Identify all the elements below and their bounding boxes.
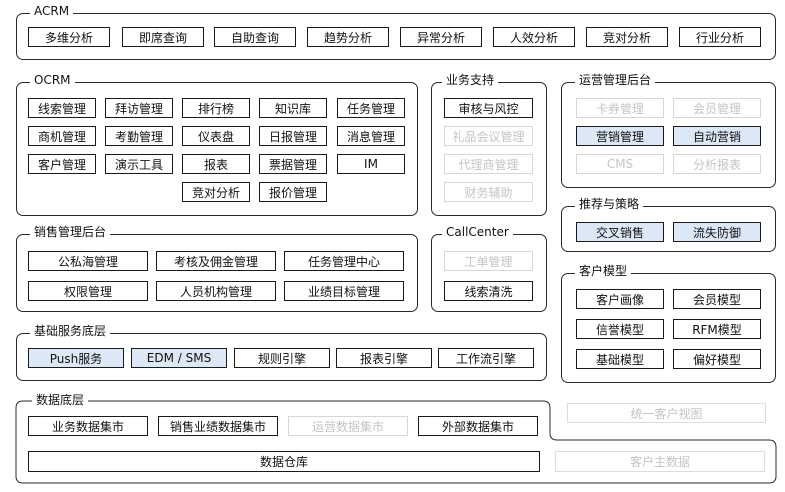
- ocrm-customer-mgmt[interactable]: 客户管理: [28, 154, 96, 174]
- ocrm-dashboard[interactable]: 仪表盘: [182, 126, 250, 146]
- customer-model-title: 客户模型: [575, 264, 632, 278]
- acrm-efficiency-analysis[interactable]: 人效分析: [493, 27, 575, 47]
- bs-gift-meeting-mgmt: 礼品会议管理: [444, 126, 533, 146]
- ocrm-invoice-mgmt[interactable]: 票据管理: [259, 154, 327, 174]
- sales-pool-mgmt[interactable]: 公私海管理: [28, 251, 148, 271]
- acrm-trend-analysis[interactable]: 趋势分析: [307, 27, 389, 47]
- dl-external-mart[interactable]: 外部数据集市: [418, 416, 538, 436]
- ocrm-daily-report-mgmt[interactable]: 日报管理: [259, 126, 327, 146]
- rec-cross-selling[interactable]: 交叉销售: [576, 222, 664, 242]
- ops-auto-marketing[interactable]: 自动营销: [673, 126, 761, 146]
- dl-customer-master-data: 客户主数据: [555, 451, 765, 472]
- ocrm-demo-tools[interactable]: 演示工具: [105, 154, 173, 174]
- dl-ops-mart: 运营数据集市: [288, 416, 408, 436]
- cc-lead-cleaning[interactable]: 线索清洗: [444, 281, 533, 301]
- base-services-title: 基础服务底层: [30, 324, 111, 338]
- sales-permission-mgmt[interactable]: 权限管理: [28, 281, 148, 301]
- dl-business-mart[interactable]: 业务数据集市: [28, 416, 148, 436]
- ocrm-knowledge-base[interactable]: 知识库: [259, 98, 327, 118]
- sales-backend-panel: [16, 234, 418, 312]
- sales-task-center[interactable]: 任务管理中心: [284, 251, 404, 271]
- base-services-panel: [16, 333, 547, 381]
- cc-ticket-mgmt: 工单管理: [444, 251, 533, 271]
- acrm-multidim-analysis[interactable]: 多维分析: [28, 27, 110, 47]
- rec-churn-defense[interactable]: 流失防御: [673, 222, 761, 242]
- business-support-title: 业务支持: [442, 73, 499, 87]
- cm-base-model[interactable]: 基础模型: [576, 349, 664, 369]
- bs-finance-aid: 财务辅助: [444, 182, 533, 202]
- ocrm-leaderboard[interactable]: 排行榜: [182, 98, 250, 118]
- acrm-industry-analysis[interactable]: 行业分析: [679, 27, 761, 47]
- ops-backend-title: 运营管理后台: [575, 73, 656, 87]
- ops-analysis-reports: 分析报表: [673, 154, 761, 174]
- ocrm-im[interactable]: IM: [337, 154, 405, 174]
- svc-edm-sms[interactable]: EDM / SMS: [131, 348, 227, 368]
- cm-preference-model[interactable]: 偏好模型: [673, 349, 761, 369]
- ocrm-title: OCRM: [30, 73, 75, 87]
- ocrm-visit-mgmt[interactable]: 拜访管理: [105, 98, 173, 118]
- ocrm-reports[interactable]: 报表: [182, 154, 250, 174]
- recommend-panel: [561, 206, 776, 252]
- bs-agent-mgmt: 代理商管理: [444, 154, 533, 174]
- sales-org-mgmt[interactable]: 人员机构管理: [156, 281, 276, 301]
- ocrm-lead-mgmt[interactable]: 线索管理: [28, 98, 96, 118]
- ocrm-competitor-analysis[interactable]: 竞对分析: [182, 182, 250, 202]
- svc-workflow-engine[interactable]: 工作流引擎: [438, 348, 534, 368]
- acrm-adhoc-query[interactable]: 即席查询: [122, 27, 204, 47]
- sales-backend-title: 销售管理后台: [30, 225, 111, 239]
- bs-audit-risk[interactable]: 审核与风控: [444, 98, 533, 118]
- acrm-self-query[interactable]: 自助查询: [214, 27, 296, 47]
- cm-member-model[interactable]: 会员模型: [673, 289, 761, 309]
- svc-rule-engine[interactable]: 规则引擎: [234, 348, 330, 368]
- ocrm-quote-mgmt[interactable]: 报价管理: [259, 182, 327, 202]
- callcenter-title: CallCenter: [442, 225, 513, 239]
- svc-push[interactable]: Push服务: [28, 348, 124, 368]
- dl-data-warehouse[interactable]: 数据仓库: [28, 451, 540, 472]
- ops-coupon-mgmt: 卡券管理: [576, 98, 664, 118]
- ops-cms: CMS: [576, 154, 664, 174]
- acrm-competitor-analysis[interactable]: 竞对分析: [586, 27, 668, 47]
- cm-credit-model[interactable]: 信誉模型: [576, 319, 664, 339]
- cm-rfm-model[interactable]: RFM模型: [673, 319, 761, 339]
- svc-report-engine[interactable]: 报表引擎: [336, 348, 432, 368]
- cm-customer-portrait[interactable]: 客户画像: [576, 289, 664, 309]
- ops-marketing-mgmt[interactable]: 营销管理: [576, 126, 664, 146]
- ops-member-mgmt: 会员管理: [673, 98, 761, 118]
- dl-unified-customer-view: 统一客户视图: [567, 403, 766, 423]
- sales-commission-mgmt[interactable]: 考核及佣金管理: [156, 251, 276, 271]
- ops-backend-panel: [561, 82, 776, 188]
- ocrm-task-mgmt[interactable]: 任务管理: [337, 98, 405, 118]
- ocrm-panel: [16, 82, 418, 216]
- acrm-title: ACRM: [30, 4, 74, 18]
- ocrm-attendance-mgmt[interactable]: 考勤管理: [105, 126, 173, 146]
- data-layer-title: 数据底层: [32, 393, 89, 407]
- dl-sales-perf-mart[interactable]: 销售业绩数据集市: [158, 416, 278, 436]
- acrm-anomaly-analysis[interactable]: 异常分析: [400, 27, 482, 47]
- ocrm-message-mgmt[interactable]: 消息管理: [337, 126, 405, 146]
- sales-target-mgmt[interactable]: 业绩目标管理: [284, 281, 404, 301]
- ocrm-opportunity-mgmt[interactable]: 商机管理: [28, 126, 96, 146]
- acrm-panel: [16, 13, 776, 60]
- recommend-title: 推荐与策略: [575, 197, 644, 211]
- customer-model-panel: [561, 273, 776, 383]
